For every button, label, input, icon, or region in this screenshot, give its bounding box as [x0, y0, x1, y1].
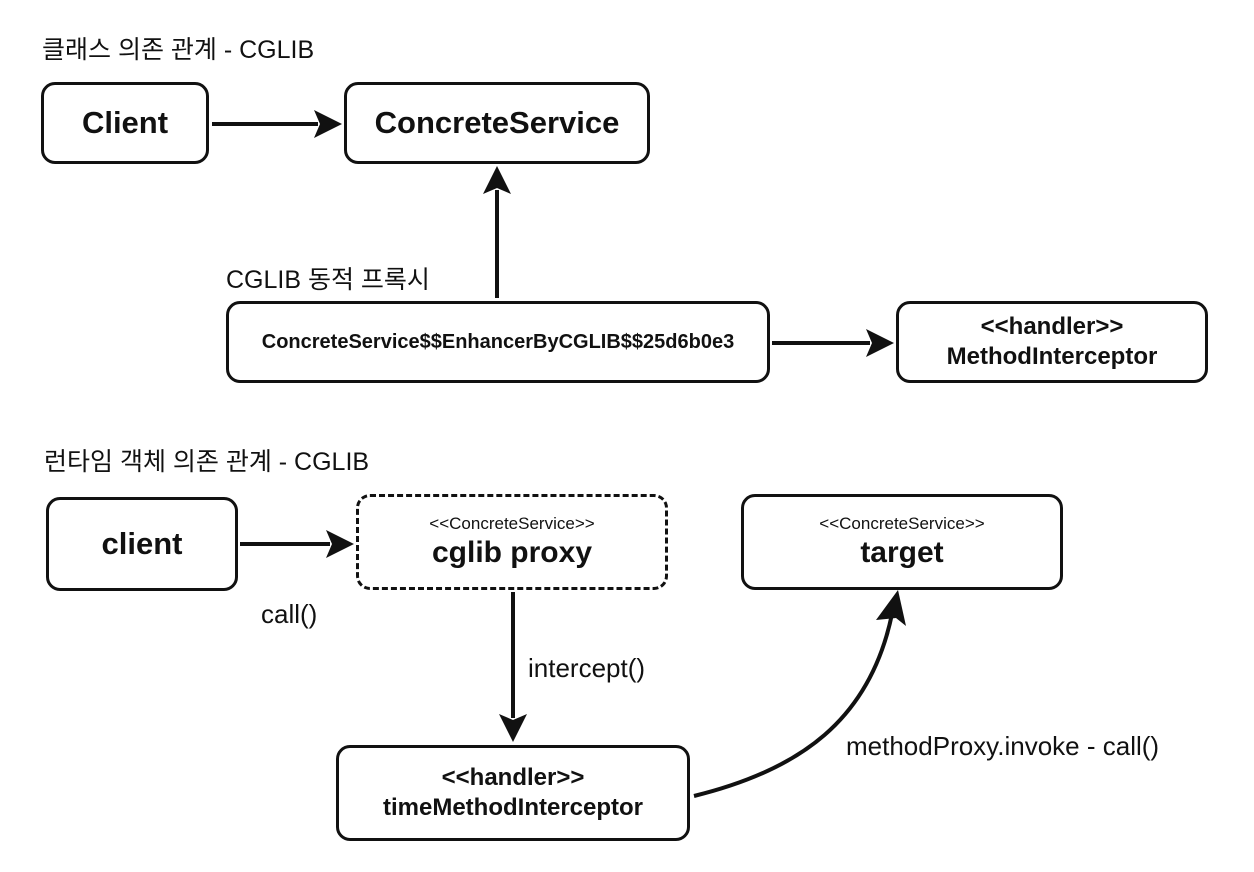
client-object-box: client [46, 497, 238, 591]
proxy-to-handler-arrow [772, 329, 894, 357]
method-interceptor-box: <<handler>> MethodInterceptor [896, 301, 1208, 383]
method-interceptor-stereotype: <<handler>> [980, 313, 1124, 340]
runtime-diagram-title: 런타임 객체 의존 관계 - CGLIB [44, 448, 370, 476]
client-to-concrete-arrow [212, 110, 342, 138]
concrete-service-label: ConcreteService [374, 104, 620, 140]
client-class-box: Client [41, 82, 209, 164]
proxy-to-concrete-arrow [483, 166, 511, 298]
time-method-interceptor-stereotype: <<handler>> [441, 764, 585, 791]
cglib-proxy-box: <<ConcreteService>> cglib proxy [356, 494, 668, 590]
client-object-label: client [101, 525, 183, 561]
intercept-label: intercept() [528, 653, 646, 683]
enhancer-proxy-label: ConcreteService$$EnhancerByCGLIB$$25d6b0… [261, 330, 735, 353]
method-interceptor-name: MethodInterceptor [946, 343, 1158, 370]
time-method-interceptor-name: timeMethodInterceptor [382, 794, 643, 821]
concrete-service-box: ConcreteService [344, 82, 650, 164]
target-stereotype: <<ConcreteService>> [819, 513, 985, 533]
client-to-proxy-arrow [240, 530, 354, 558]
cglib-proxy-caption: CGLIB 동적 프록시 [226, 266, 430, 294]
call-label: call() [261, 599, 318, 629]
time-method-interceptor-box: <<handler>> timeMethodInterceptor [336, 745, 690, 841]
proxy-to-interceptor-arrow [499, 592, 527, 742]
client-class-label: Client [81, 104, 169, 140]
target-name: target [860, 536, 944, 570]
cglib-proxy-stereotype: <<ConcreteService>> [429, 513, 595, 533]
target-box: <<ConcreteService>> target [741, 494, 1063, 590]
enhancer-proxy-box: ConcreteService$$EnhancerByCGLIB$$25d6b0… [226, 301, 770, 383]
cglib-proxy-name: cglib proxy [431, 536, 593, 570]
invoke-label: methodProxy.invoke - call() [846, 731, 1160, 761]
interceptor-to-target-arrow [693, 590, 906, 798]
class-diagram-title: 클래스 의존 관계 - CGLIB [42, 36, 315, 64]
